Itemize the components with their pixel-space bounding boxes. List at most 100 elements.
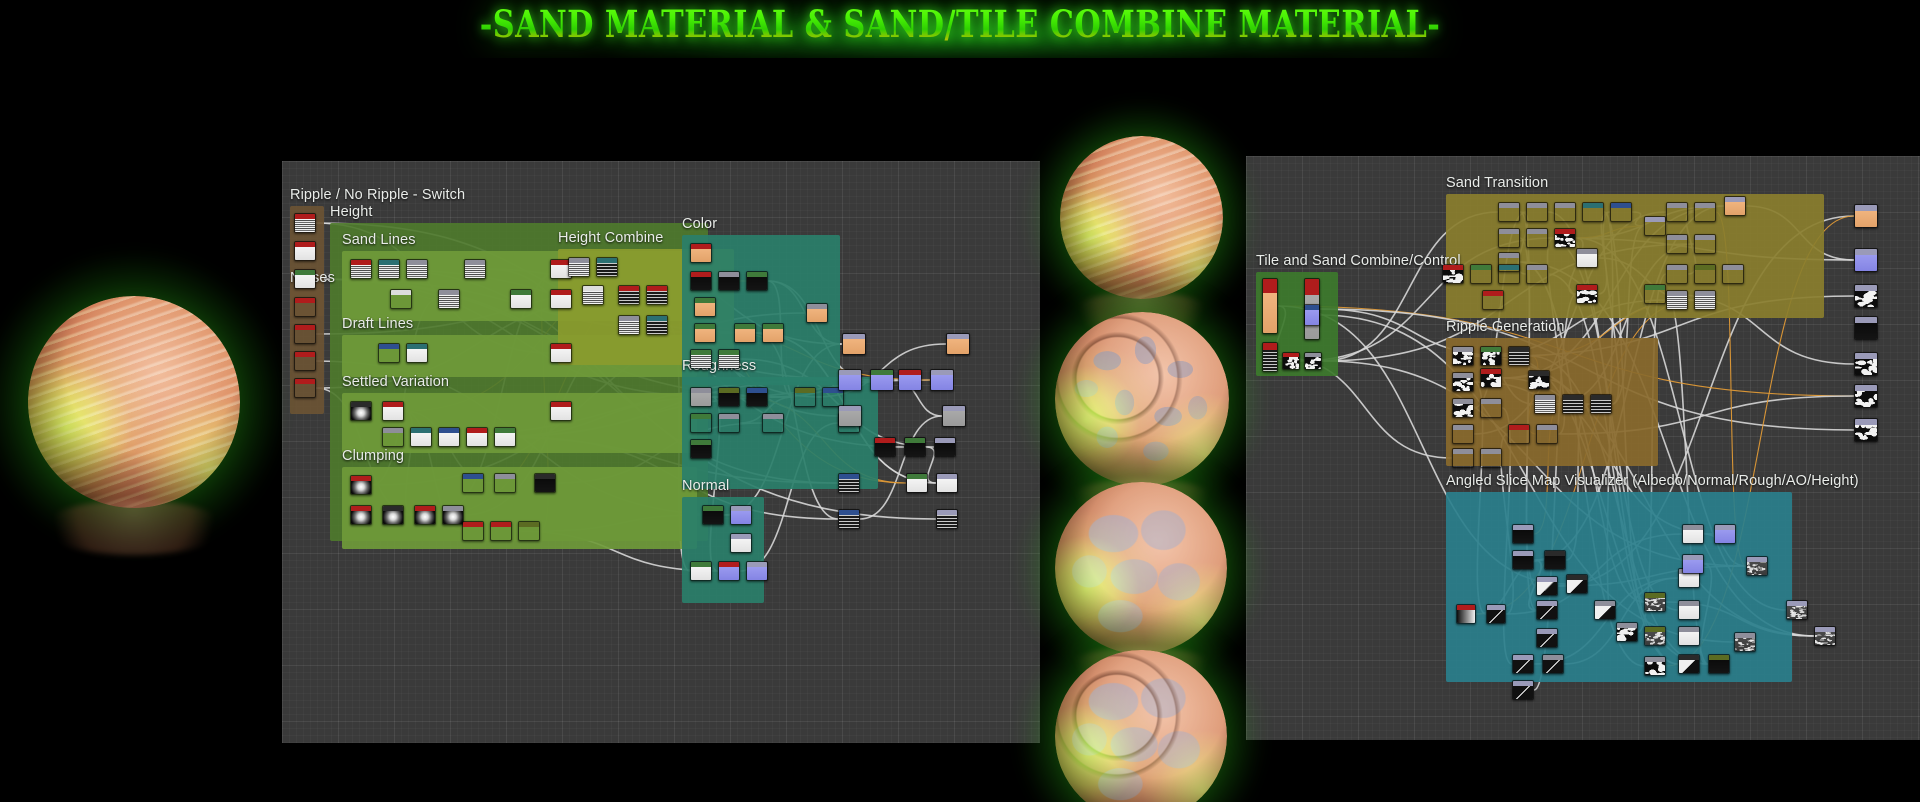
graph-node[interactable] [936, 509, 958, 529]
graph-node[interactable] [1644, 592, 1666, 612]
graph-node[interactable] [838, 473, 860, 493]
graph-node[interactable] [1682, 554, 1704, 574]
graph-node[interactable] [350, 505, 372, 525]
graph-node[interactable] [1482, 290, 1504, 310]
graph-node[interactable] [1678, 654, 1700, 674]
graph-node[interactable] [378, 343, 400, 363]
graph-node[interactable] [746, 387, 768, 407]
graph-node[interactable] [694, 297, 716, 317]
graph-node[interactable] [1512, 680, 1534, 700]
graph-node[interactable] [842, 333, 866, 355]
graph-node[interactable] [1282, 352, 1300, 370]
graph-node[interactable] [438, 427, 460, 447]
graph-node[interactable] [646, 315, 668, 335]
graph-node[interactable] [690, 387, 712, 407]
graph-node[interactable] [378, 259, 400, 279]
graph-node[interactable] [718, 413, 740, 433]
graph-node[interactable] [294, 351, 316, 371]
graph-node[interactable] [294, 378, 316, 398]
graph-node[interactable] [550, 289, 572, 309]
graph-node[interactable] [1644, 656, 1666, 676]
graph-node[interactable] [550, 259, 572, 279]
graph-node[interactable] [1714, 524, 1736, 544]
graph-node[interactable] [1576, 248, 1598, 268]
graph-node[interactable] [1554, 202, 1576, 222]
graph-node[interactable] [718, 387, 740, 407]
graph-node[interactable] [414, 505, 436, 525]
graph-node[interactable] [794, 387, 816, 407]
graph-node[interactable] [294, 213, 316, 233]
graph-node[interactable] [690, 349, 712, 369]
graph-node[interactable] [690, 439, 712, 459]
graph-node[interactable] [1724, 196, 1746, 216]
graph-node[interactable] [1262, 278, 1278, 334]
graph-node[interactable] [1594, 600, 1616, 620]
graph-node[interactable] [390, 289, 412, 309]
graph-node[interactable] [294, 324, 316, 344]
graph-node[interactable] [1694, 264, 1716, 284]
graph-node[interactable] [1746, 556, 1768, 576]
graph-node[interactable] [806, 303, 828, 323]
graph-node[interactable] [1644, 216, 1666, 236]
graph-node[interactable] [294, 269, 316, 289]
graph-node[interactable] [1470, 264, 1492, 284]
graph-node[interactable] [930, 369, 954, 391]
graph-node[interactable] [1528, 370, 1550, 390]
graph-node[interactable] [1734, 632, 1756, 652]
graph-node[interactable] [1566, 574, 1588, 594]
graph-node[interactable] [838, 369, 862, 391]
graph-node[interactable] [1452, 424, 1474, 444]
graph-node[interactable] [1854, 284, 1878, 308]
graph-node[interactable] [1544, 550, 1566, 570]
graph-node[interactable] [822, 387, 844, 407]
graph-node[interactable] [1786, 600, 1808, 620]
graph-node[interactable] [582, 285, 604, 305]
graph-node[interactable] [1814, 626, 1836, 646]
graph-node[interactable] [1498, 264, 1520, 284]
graph-node[interactable] [1722, 264, 1744, 284]
graph-node[interactable] [410, 427, 432, 447]
graph-node[interactable] [838, 405, 862, 427]
graph-node[interactable] [694, 323, 716, 343]
graph-node[interactable] [1694, 290, 1716, 310]
graph-node[interactable] [762, 413, 784, 433]
graph-node[interactable] [1854, 204, 1878, 228]
graph-node[interactable] [730, 505, 752, 525]
graph-node[interactable] [1562, 394, 1584, 414]
graph-node[interactable] [1480, 398, 1502, 418]
graph-node[interactable] [1694, 202, 1716, 222]
graph-node[interactable] [1644, 626, 1666, 646]
graph-node[interactable] [702, 505, 724, 525]
graph-node[interactable] [762, 323, 784, 343]
graph-node[interactable] [1456, 604, 1476, 624]
graph-node[interactable] [1854, 248, 1878, 272]
graph-node[interactable] [904, 437, 926, 457]
graph-node[interactable] [1480, 346, 1502, 366]
graph-node[interactable] [1512, 654, 1534, 674]
graph-node[interactable] [1582, 202, 1604, 222]
node-frame[interactable] [682, 377, 878, 489]
graph-node[interactable] [1480, 448, 1502, 468]
graph-node[interactable] [466, 427, 488, 447]
graph-node[interactable] [462, 473, 484, 493]
graph-node[interactable] [1452, 398, 1474, 418]
graph-node[interactable] [1498, 252, 1520, 272]
graph-node[interactable] [942, 405, 966, 427]
graph-node[interactable] [494, 473, 516, 493]
graph-node[interactable] [1262, 342, 1278, 372]
graph-node[interactable] [1526, 264, 1548, 284]
graph-node[interactable] [690, 271, 712, 291]
graph-node[interactable] [906, 473, 928, 493]
graph-node[interactable] [718, 271, 740, 291]
node-frame[interactable] [1446, 492, 1792, 682]
graph-node[interactable] [690, 561, 712, 581]
graph-node[interactable] [646, 285, 668, 305]
graph-node[interactable] [1854, 352, 1878, 376]
graph-node[interactable] [1678, 600, 1700, 620]
graph-node[interactable] [898, 369, 922, 391]
graph-node[interactable] [1536, 600, 1558, 620]
graph-node[interactable] [1304, 352, 1322, 370]
graph-node[interactable] [1554, 228, 1576, 248]
